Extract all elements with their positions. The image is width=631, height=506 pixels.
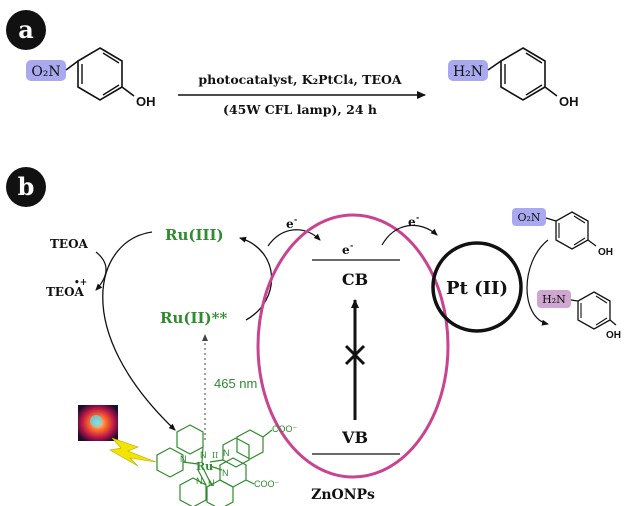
small-nitro-label: O₂N: [517, 211, 540, 224]
small-4-nitrophenol: O₂N OH: [512, 208, 613, 258]
electron-label-2: e: [342, 243, 350, 257]
pt-particle: [431, 241, 523, 333]
reactant-nitro-label: O₂N: [31, 64, 60, 80]
small-ap-oh-label: OH: [606, 330, 621, 341]
ru-iii-label: Ru(III): [165, 226, 224, 244]
badge-a-label: a: [18, 15, 34, 44]
teoa-radical-label: TEOA: [46, 285, 85, 299]
panel-b: b TEOA TEOA •+ Ru(III) Ru(II)** 465 nm e…: [6, 167, 621, 506]
complex-ru-label: Ru: [196, 460, 213, 473]
cb-label: CB: [342, 270, 368, 289]
complex-n-5: N: [196, 476, 203, 486]
badge-a: [6, 10, 46, 50]
complex-n-6: N: [208, 478, 215, 488]
complex-n-1: N: [180, 454, 187, 464]
conditions-line-1: photocatalyst, K₂PtCl₄, TEOA: [198, 72, 401, 87]
nitro-highlight: [26, 60, 66, 81]
product-4-aminophenol: H₂N OH: [448, 47, 579, 109]
complex-n-2: N: [200, 450, 207, 460]
electron-sup-1: -: [294, 214, 297, 224]
small-amino-label: H₂N: [542, 293, 566, 306]
complex-coo-2: COO⁻: [254, 479, 280, 489]
small-4-aminophenol: H₂N OH: [537, 290, 621, 341]
reactant-oh-label: OH: [136, 94, 156, 109]
light-wavelength-label: 465 nm: [214, 376, 257, 391]
reduction-arrow: [526, 239, 549, 326]
complex-n-4: N: [222, 468, 229, 478]
panel-a: a O₂N OH photocatalyst, K₂PtCl₄, TEOA (4…: [6, 10, 579, 117]
complex-n-3: N: [223, 448, 230, 458]
teoa-label: TEOA: [50, 237, 89, 251]
product-amino-label: H₂N: [453, 64, 483, 80]
blocked-cross-icon: [344, 344, 366, 366]
reactant-4-nitrophenol: O₂N OH: [26, 47, 156, 109]
small-np-oh-label: OH: [598, 247, 613, 258]
badge-b-label: b: [18, 172, 35, 201]
electron-label-3: e: [408, 215, 416, 229]
complex-coo-1: COO⁻: [272, 424, 298, 434]
vb-label: VB: [341, 428, 368, 447]
teoa-oxidation-arrow: [95, 251, 107, 291]
complex-ox-label: II: [212, 451, 218, 460]
ru-complex-structure: [156, 424, 273, 506]
conditions-line-2: (45W CFL lamp), 24 h: [223, 102, 377, 117]
electron-injection-arc: [239, 236, 273, 321]
small-amino-highlight: [537, 290, 571, 308]
electron-sup-3: -: [416, 212, 419, 222]
ru-ii-excited-label: Ru(II)**: [160, 309, 227, 327]
electron-transfer-arrow-1: [267, 229, 321, 247]
amino-highlight: [448, 60, 488, 81]
badge-b: [6, 167, 46, 207]
product-oh-label: OH: [559, 94, 579, 109]
regeneration-arrow: [102, 231, 176, 431]
teoa-radical-charge: •+: [74, 278, 87, 288]
electron-label-1: e: [286, 217, 294, 231]
small-nitro-highlight: [512, 208, 546, 226]
zno-particle: [256, 213, 450, 479]
electron-transfer-arrow-2: [381, 224, 438, 246]
electron-sup-2: -: [350, 240, 353, 250]
zno-label: ZnONPs: [311, 487, 375, 503]
pt-label: Pt (II): [446, 278, 508, 299]
lightning-icon: [109, 437, 157, 467]
